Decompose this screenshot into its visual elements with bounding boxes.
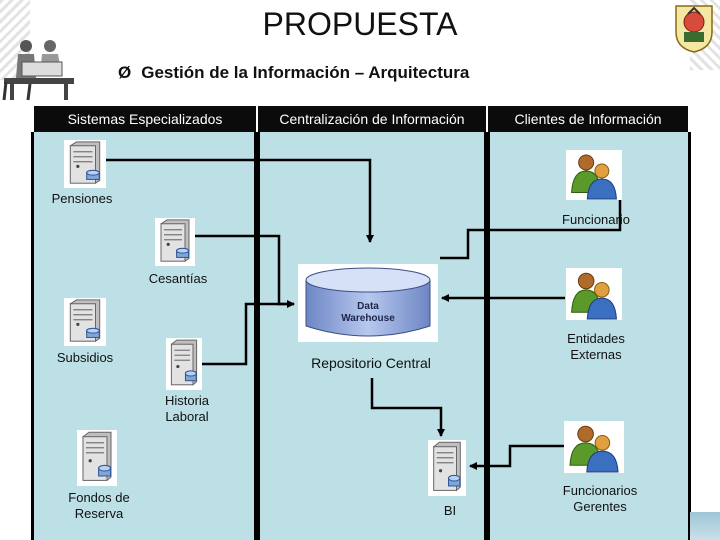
server-icon-historia-laboral — [166, 338, 202, 390]
users-icon — [571, 272, 617, 320]
connector-bi — [370, 378, 445, 437]
warehouse-label-line2: Warehouse — [341, 313, 395, 324]
server-icon-bi — [428, 440, 466, 496]
client-label-funcionario: Funcionario — [562, 212, 630, 227]
source-label-historia-laboral: Historia Laboral — [164, 393, 210, 424]
source-label-cesantias: Cesantías — [148, 271, 208, 286]
source-label-pensiones: Pensiones — [51, 191, 113, 206]
bi-label: BI — [443, 503, 457, 518]
border-left — [31, 132, 34, 540]
users-icon — [569, 425, 619, 473]
bullet-arrow-icon: Ø — [118, 63, 132, 82]
column-header-centralization: Centralización de Información — [258, 106, 486, 132]
server-icon — [433, 441, 461, 492]
repository-label: Repositorio Central — [311, 355, 431, 371]
column-header-info-clients: Clientes de Información — [488, 106, 688, 132]
server-icon — [170, 339, 198, 386]
server-icon-cesantias — [155, 218, 195, 266]
database-cylinder-icon: Data Warehouse — [305, 267, 431, 337]
server-icon-subsidios — [64, 298, 106, 346]
slide-title: PROPUESTA — [262, 6, 458, 42]
column-divider-2 — [484, 132, 490, 540]
server-icon-pensiones — [64, 140, 106, 188]
server-icon — [82, 431, 112, 482]
connector-pensiones — [106, 158, 374, 243]
border-right — [688, 132, 691, 540]
institution-seal-logo — [675, 5, 713, 53]
users-icon — [571, 154, 617, 200]
server-icon — [69, 299, 101, 342]
connector-gerentes — [469, 444, 565, 470]
connector-cesantias — [194, 234, 295, 308]
subtitle-text: Gestión de la Información – Arquitectura — [141, 63, 470, 82]
client-label-funcionarios-gerentes: Funcionarios Gerentes — [562, 483, 638, 514]
users-icon-entidades-externas — [566, 268, 622, 320]
people-at-desk-icon — [2, 40, 74, 101]
server-icon — [160, 219, 190, 262]
footer-strip — [690, 512, 720, 540]
source-label-fondos-reserva: Fondos de Reserva — [68, 490, 130, 521]
server-icon — [69, 141, 101, 184]
users-icon-funcionarios-gerentes — [564, 421, 624, 473]
slide-subtitle: Ø Gestión de la Información – Arquitectur… — [118, 63, 469, 83]
source-label-subsidios: Subsidios — [56, 350, 114, 365]
users-icon-funcionario — [566, 150, 622, 200]
column-header-specialized-systems: Sistemas Especializados — [34, 106, 256, 132]
connector-historia-laboral — [200, 302, 294, 366]
client-label-entidades-externas: Entidades Externas — [567, 331, 625, 362]
server-icon-fondos-reserva — [77, 430, 117, 486]
column-divider-1 — [254, 132, 260, 540]
data-warehouse-box: Data Warehouse — [298, 264, 438, 342]
warehouse-label-line1: Data — [357, 301, 379, 312]
